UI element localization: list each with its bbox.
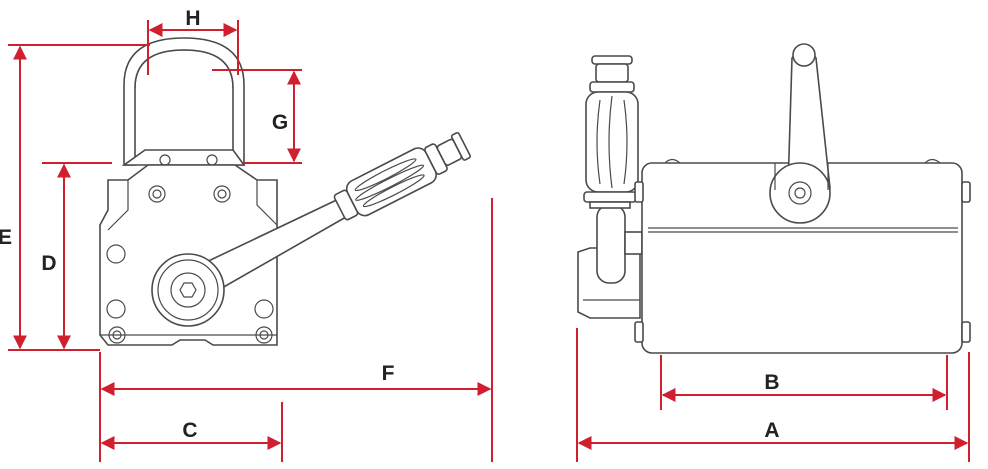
label-a: A (764, 419, 779, 442)
side-view (99, 37, 471, 346)
handle-grip (333, 132, 471, 221)
label-e: E (0, 226, 12, 249)
lifting-shackle (123, 37, 245, 166)
label-f: F (382, 362, 395, 385)
label-d: D (41, 252, 56, 275)
dimension-lines (8, 20, 970, 462)
front-view (577, 43, 971, 354)
rotary-hub (769, 162, 831, 224)
label-h: H (185, 7, 200, 30)
dimension-labels: H G E D F C B A (0, 7, 780, 442)
shackle-plate (121, 149, 246, 166)
label-c: C (182, 419, 197, 442)
label-b: B (764, 371, 779, 394)
label-g: G (272, 111, 288, 134)
handle-hub (151, 253, 225, 327)
front-handle-grip (583, 55, 639, 209)
